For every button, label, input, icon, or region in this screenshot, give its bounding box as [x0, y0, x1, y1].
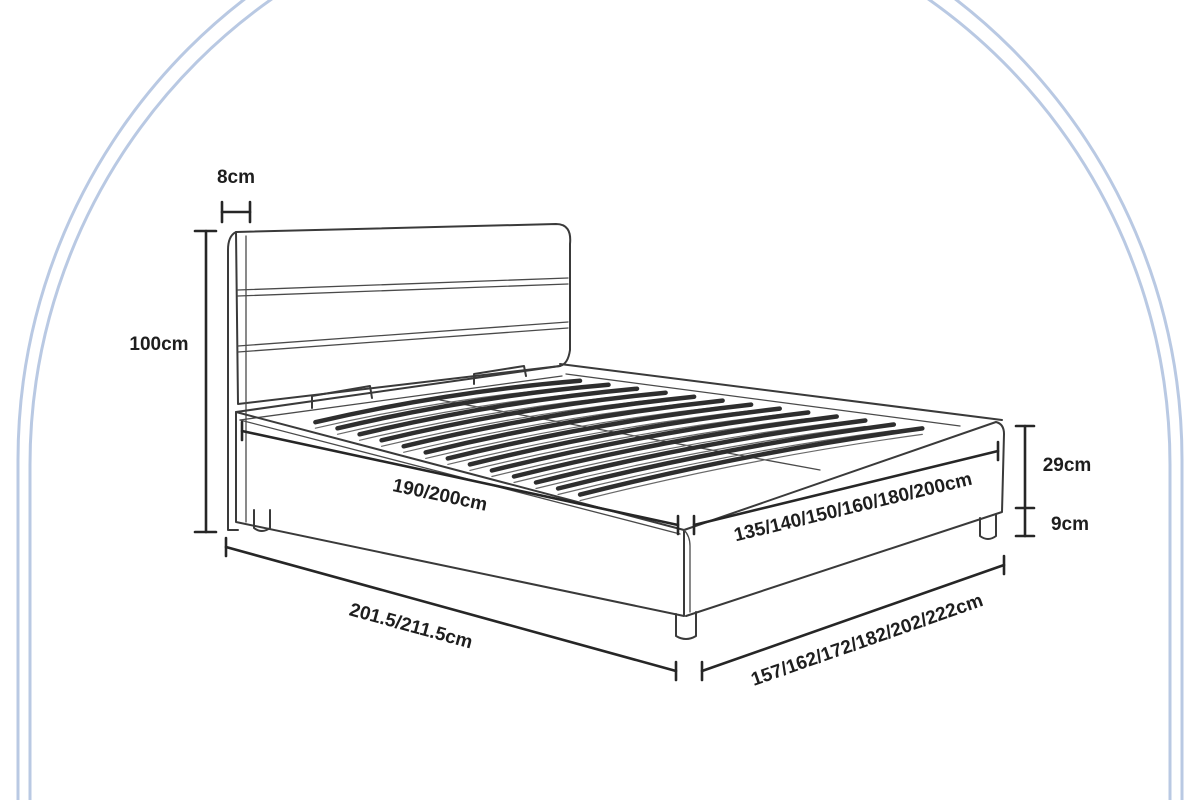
near-side-rail	[235, 411, 685, 617]
slat	[445, 402, 754, 461]
dimension-lines	[193, 200, 1036, 682]
leg-front	[675, 611, 697, 640]
leg-back-left	[253, 509, 271, 532]
dim-mattress-length	[240, 420, 680, 536]
label-overall-length: 201.5/211.5cm	[347, 600, 475, 654]
slat-edge	[579, 433, 923, 502]
dim-overall-width	[700, 554, 1006, 682]
slat	[313, 378, 583, 425]
slat	[379, 390, 668, 443]
dim-headboard-thickness	[220, 200, 252, 224]
slat-edge	[513, 421, 838, 484]
slat	[489, 410, 811, 473]
slat	[401, 394, 697, 449]
slat	[335, 382, 611, 431]
slat	[555, 422, 897, 491]
slat	[357, 386, 640, 437]
label-headboard-thickness: 8cm	[217, 167, 255, 188]
slat	[467, 406, 782, 467]
dim-mattress-width	[692, 440, 1000, 536]
arch-inner-line	[28, 0, 1172, 800]
headboard	[227, 223, 572, 531]
slat	[423, 398, 725, 455]
leg-front-right	[979, 513, 997, 540]
slat	[511, 414, 839, 479]
dim-overall-length	[224, 536, 678, 682]
slat	[577, 426, 925, 497]
foot-rail	[683, 421, 1005, 617]
label-side-height: 29cm	[1043, 455, 1092, 476]
slat	[533, 418, 868, 485]
label-overall-width: 157/162/172/182/202/222cm	[749, 590, 986, 690]
dim-headboard-height	[193, 229, 218, 534]
slat-edge	[535, 425, 866, 490]
slats	[313, 378, 925, 502]
far-side-rail	[559, 363, 1003, 421]
slat-edge	[557, 429, 895, 496]
dim-side-and-leg-height	[1014, 424, 1036, 538]
bed-illustration	[227, 223, 1005, 640]
label-headboard-height: 100cm	[129, 334, 188, 355]
arch-frame	[16, 0, 1184, 800]
arch-outer-line	[16, 0, 1184, 800]
label-leg-height: 9cm	[1051, 514, 1089, 535]
head-rail	[235, 365, 561, 413]
